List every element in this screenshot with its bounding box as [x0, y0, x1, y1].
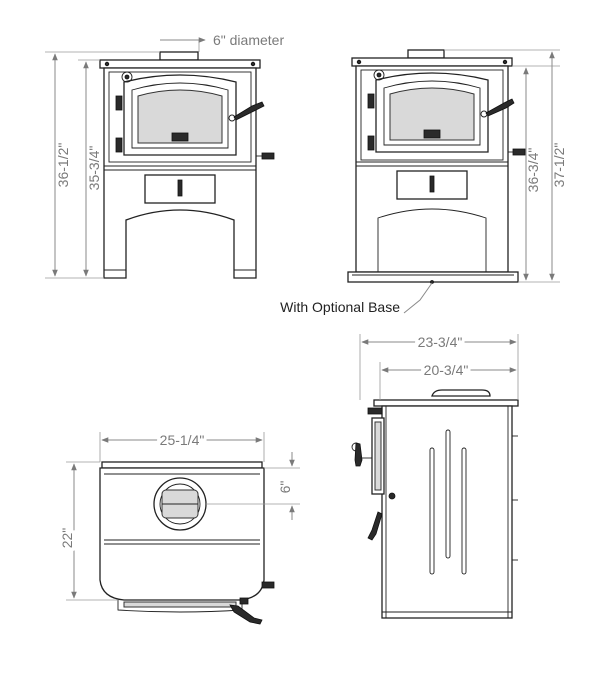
side-damper-handle-icon [256, 152, 275, 160]
front-overall-height-label: 36-1/2" [55, 143, 71, 188]
base-temperature-gauge-icon [373, 69, 385, 81]
temperature-gauge-icon [121, 71, 133, 83]
top-damper-handle-icon [261, 581, 275, 589]
base-top-height-label: 36-3/4" [525, 148, 541, 193]
flue-offset-label: 6" [277, 481, 293, 494]
top-door-handle-icon [229, 597, 263, 625]
side-vent [429, 447, 435, 575]
base-view [347, 49, 526, 284]
door-handle-icon [228, 101, 265, 122]
front-dimensions: 6" diameter 36-1/2" 35-3/4" [45, 32, 284, 279]
side-door-handle-icon [351, 442, 372, 467]
optional-base-callout-label: With Optional Base [280, 299, 400, 315]
side-overall-depth-label: 23-3/4" [418, 334, 463, 350]
side-view [351, 389, 519, 619]
side-body-depth-label: 20-3/4" [424, 362, 469, 378]
front-view [99, 51, 275, 279]
side-ash-handle-icon [367, 511, 383, 541]
base-door-handle-icon [480, 98, 515, 118]
side-view-body [381, 405, 513, 619]
top-plate [99, 59, 261, 69]
top-dimensions: 25-1/4" 22" 6" [56, 429, 300, 601]
side-dimensions: 23-3/4" 20-3/4" [359, 331, 519, 400]
flue-collar [159, 51, 199, 61]
side-vent [445, 429, 451, 559]
top-view [99, 461, 275, 625]
side-vent [461, 447, 467, 575]
ash-drawer-handle-icon [177, 179, 183, 197]
flue-diameter-label: 6" diameter [213, 32, 284, 48]
top-depth-label: 22" [59, 528, 75, 549]
base-dimensions: 36-3/4" 37-1/2" [444, 49, 567, 283]
top-width-label: 25-1/4" [160, 432, 205, 448]
base-side-damper-handle-icon [508, 148, 526, 156]
front-top-height-label: 35-3/4" [86, 146, 102, 191]
base-overall-height-label: 37-1/2" [551, 143, 567, 188]
emblem-icon [171, 132, 189, 142]
optional-base-callout: With Optional Base [280, 282, 433, 315]
